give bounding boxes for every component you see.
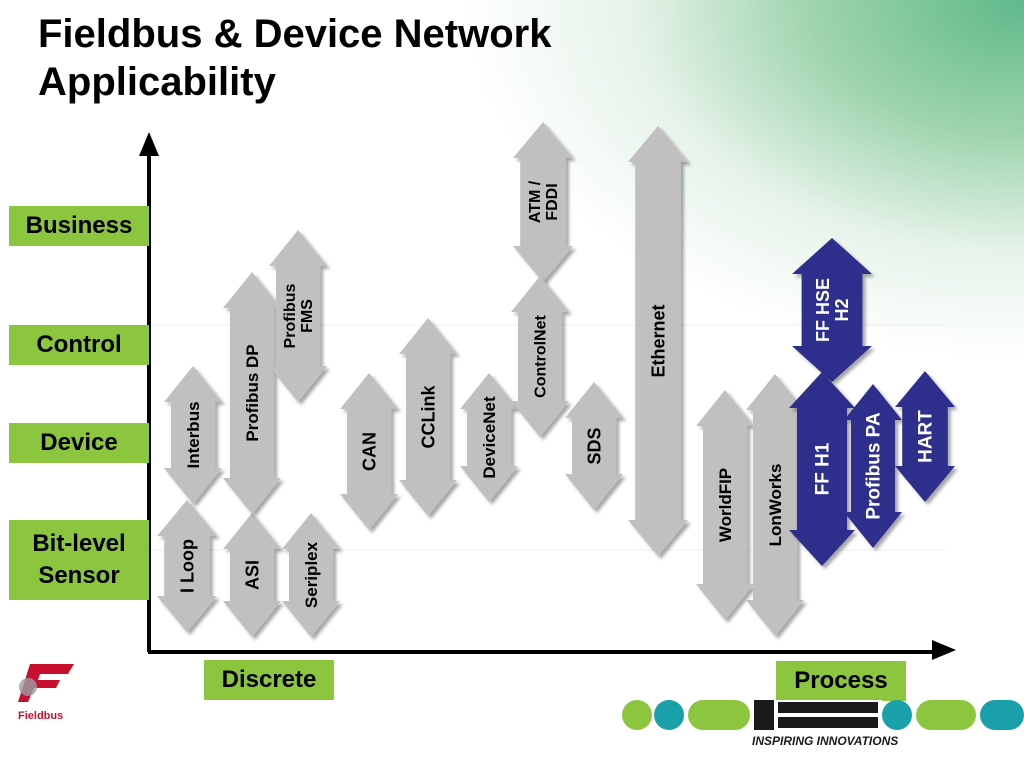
network-arrow-iloop: I Loop	[157, 500, 217, 632]
network-label-line: Profibus DP	[243, 344, 262, 441]
network-label-profibus-pa: Profibus PA	[864, 412, 885, 520]
network-arrow-shape-iloop	[157, 500, 217, 632]
page-title: Fieldbus & Device Network Applicability	[38, 12, 552, 104]
network-label-hart: HART	[916, 410, 937, 463]
network-arrow-hart: HART	[895, 371, 955, 502]
network-arrow-lonworks: LonWorks	[746, 374, 804, 636]
network-label-line: Ethernet	[648, 304, 668, 377]
network-arrow-shape-interbus	[164, 366, 222, 504]
axis-label-discrete: Discrete	[204, 660, 334, 700]
network-arrow-shape-profibus-fms	[269, 230, 327, 402]
network-arrow-shape-devicenet	[460, 373, 518, 502]
network-label-line: H2	[832, 298, 852, 321]
network-label-line: LonWorks	[766, 464, 785, 547]
network-arrow-atm-fddi: ATM /FDDI	[513, 122, 573, 282]
network-label-line: CAN	[359, 432, 379, 471]
axis-label-process: Process	[776, 661, 906, 701]
network-arrow-devicenet: DeviceNet	[460, 373, 518, 502]
network-label-line: ControlNet	[533, 315, 550, 398]
phoenix-contact-logo	[622, 700, 1024, 730]
fieldbus-foundation-logo-text: Fieldbus	[18, 710, 64, 722]
network-arrow-shape-seriplex	[282, 513, 340, 637]
network-label-line: ATM /	[527, 180, 544, 223]
x-axis-arrowhead-icon	[932, 640, 956, 660]
network-arrow-shape-can	[340, 373, 398, 530]
network-arrow-profibus-fms: ProfibusFMS	[269, 230, 327, 402]
network-label-line: DeviceNet	[480, 396, 499, 479]
network-arrow-ff-hse: FF HSEH2	[792, 238, 872, 382]
network-label-line: HART	[916, 410, 937, 463]
network-arrow-shape-ff-hse	[792, 238, 872, 382]
network-arrow-asi: ASI	[223, 513, 281, 637]
network-arrow-controlnet: ControlNet	[511, 276, 569, 437]
level-bit-level: Bit-level	[32, 530, 126, 557]
network-label-line: FF H1	[813, 442, 834, 495]
network-label-ethernet: Ethernet	[648, 304, 668, 377]
level-sensor: Sensor	[38, 562, 120, 589]
phoenix-contact-tagline: INSPIRING INNOVATIONS	[752, 734, 899, 748]
network-label-line: Interbus	[184, 401, 203, 468]
network-label-line: SDS	[584, 427, 604, 464]
network-label-line: Profibus PA	[864, 412, 885, 520]
network-arrow-cclink: CCLink	[399, 318, 457, 516]
network-label-controlnet: ControlNet	[533, 315, 550, 398]
network-arrow-profibus-dp: Profibus DP	[223, 272, 281, 514]
network-label-atm-fddi: ATM /FDDI	[527, 180, 561, 223]
network-label-line: Profibus	[282, 283, 299, 348]
network-arrow-shape-ethernet	[628, 126, 688, 556]
network-arrow-ff-h1: FF H1	[789, 372, 855, 566]
network-label-line: CCLink	[418, 385, 438, 449]
network-arrow-shape-cclink	[399, 318, 457, 516]
network-arrow-can: CAN	[340, 373, 398, 530]
network-arrow-sds: SDS	[565, 382, 623, 510]
axes	[139, 132, 956, 660]
network-arrow-shape-sds	[565, 382, 623, 510]
level-control: Control	[9, 325, 149, 365]
y-axis-arrowhead-icon	[139, 132, 159, 156]
network-label-profibus-dp: Profibus DP	[243, 344, 262, 441]
network-arrow-worldfip: WorldFIP	[696, 390, 754, 620]
fieldbus-foundation-logo	[18, 664, 74, 702]
network-arrow-seriplex: Seriplex	[282, 513, 340, 637]
network-label-can: CAN	[359, 432, 379, 471]
network-arrow-shape-controlnet	[511, 276, 569, 437]
network-label-line: WorldFIP	[716, 468, 735, 542]
level-bit-level-sensor: Bit-level Sensor	[9, 520, 149, 600]
network-label-line: FDDI	[544, 183, 561, 220]
network-arrow-ethernet: Ethernet	[628, 126, 688, 556]
network-label-worldfip: WorldFIP	[716, 468, 735, 542]
network-arrow-shape-profibus-pa	[844, 384, 902, 548]
network-label-line: FMS	[299, 299, 316, 333]
network-arrow-interbus: Interbus	[164, 366, 222, 504]
network-label-line: I Loop	[177, 539, 197, 593]
network-arrow-profibus-pa: Profibus PA	[844, 384, 902, 548]
network-label-ff-h1: FF H1	[813, 442, 834, 495]
network-label-lonworks: LonWorks	[766, 464, 785, 547]
network-label-iloop: I Loop	[177, 539, 197, 593]
network-label-line: FF HSE	[813, 278, 833, 342]
network-arrow-shape-atm-fddi	[513, 122, 573, 282]
level-device: Device	[9, 423, 149, 463]
network-label-asi: ASI	[242, 560, 262, 590]
network-label-devicenet: DeviceNet	[480, 396, 499, 479]
network-label-cclink: CCLink	[418, 385, 438, 449]
network-label-interbus: Interbus	[184, 401, 203, 468]
network-label-line: ASI	[242, 560, 262, 590]
network-arrow-shape-asi	[223, 513, 281, 637]
network-arrow-shape-hart	[895, 371, 955, 502]
network-label-ff-hse: FF HSEH2	[813, 278, 852, 342]
network-label-line: Seriplex	[302, 541, 321, 608]
level-business: Business	[9, 206, 149, 246]
network-arrow-shape-worldfip	[696, 390, 754, 620]
network-arrow-shape-ff-h1	[789, 372, 855, 566]
network-arrow-shape-profibus-dp	[223, 272, 281, 514]
network-arrow-shape-lonworks	[746, 374, 804, 636]
network-label-seriplex: Seriplex	[302, 541, 321, 608]
network-label-sds: SDS	[584, 427, 604, 464]
network-label-profibus-fms: ProfibusFMS	[282, 283, 316, 348]
